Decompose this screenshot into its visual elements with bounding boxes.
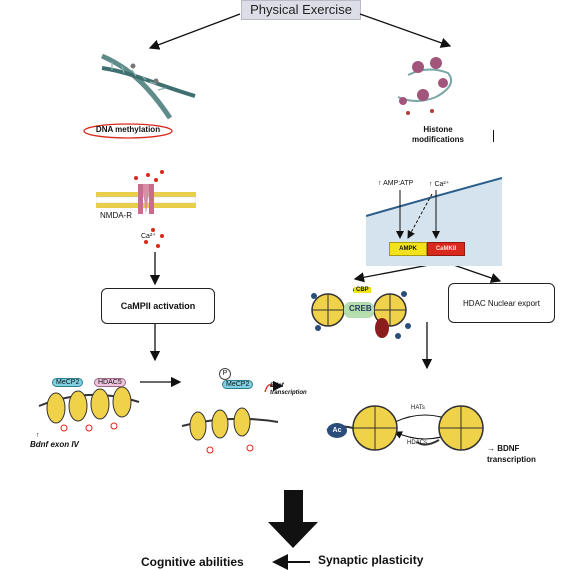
histone-nucleosomes-icon	[397, 57, 452, 115]
histone-modifications-label: Histone modifications	[411, 125, 464, 144]
nucleosome-chain-active	[181, 407, 279, 454]
phospho-circle: P	[219, 368, 231, 380]
hdac5-label: HDAC5	[94, 378, 126, 387]
hats-label: HATs	[411, 405, 425, 411]
creb-nucleosome-complex	[311, 287, 411, 339]
camkii-activation-box: CaMPII activation	[101, 288, 215, 324]
cursor-mark	[493, 130, 494, 142]
calcium-label-right: ↑ Ca²⁺	[429, 181, 450, 188]
arrow-to-histone	[359, 13, 452, 48]
hdacs-label: HDACs	[407, 440, 428, 446]
dna-double-helix-icon	[101, 53, 196, 120]
nmda-receptor-label: NMDA-R	[100, 211, 132, 220]
dna-methylation-label: DNA methylation	[95, 125, 161, 134]
acetyl-marker: Ac	[327, 423, 347, 438]
cbp-label: CBP	[354, 287, 371, 293]
bdnf-transcription-label: → BDNF transcription	[487, 444, 536, 464]
synaptic-plasticity-label: Synaptic plasticity	[318, 553, 424, 567]
title-box: Physical Exercise	[241, 0, 361, 20]
hdac-nuclear-export-box: HDAC Nuclear export	[448, 283, 555, 323]
big-down-arrow	[268, 490, 318, 548]
mecp2-released-label: MeCP2	[222, 380, 254, 389]
dna-methylation-ring	[83, 123, 173, 139]
amp-atp-label: ↑ AMP:ATP	[378, 180, 414, 187]
bdnf-exon-label: Bdnf exon IV	[30, 440, 79, 449]
transcription-arrow	[264, 380, 284, 393]
bdnf-up-arrow-icon: ↑	[36, 432, 40, 439]
creb-label: CREB	[349, 304, 372, 313]
ampk-box: AMPK	[389, 242, 427, 256]
mecp2-label: MeCP2	[52, 378, 84, 387]
bdnf-transcription-small-label: Bdnf transcription	[270, 383, 307, 396]
arrow-to-dna-methylation	[148, 13, 241, 50]
acetylation-nucleosomes	[326, 405, 484, 451]
camkii-box: CaMKII	[427, 242, 465, 256]
cognitive-abilities-label: Cognitive abilities	[141, 555, 244, 569]
calcium-label-left: Ca²⁺	[141, 233, 156, 240]
nucleosome-chain-repressed	[38, 386, 140, 432]
nmda-receptor-icon	[96, 170, 196, 248]
